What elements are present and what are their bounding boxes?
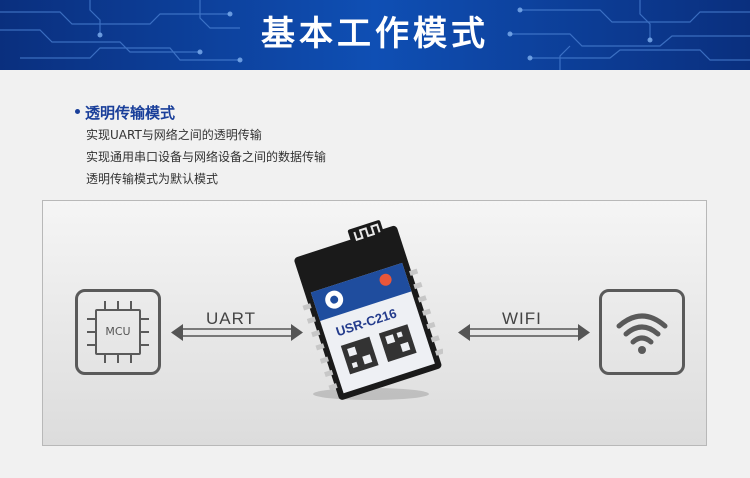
transparent-mode-section: 透明传输模式 实现UART与网络之间的透明传输 实现通用串口设备与网络设备之间的… (75, 102, 326, 190)
mcu-label: MCU (105, 325, 131, 338)
wifi-icon (616, 313, 668, 354)
header-banner: 基本工作模式 (0, 0, 750, 70)
chip-icon (95, 309, 141, 355)
mcu-icon-box: MCU (75, 289, 161, 375)
page-title: 基本工作模式 (261, 14, 489, 54)
bullet-icon (75, 109, 80, 114)
wifi-module-image: USR-C216 (294, 220, 443, 400)
uart-double-arrow-icon (171, 324, 303, 341)
uart-label: UART (206, 309, 256, 328)
circuit-pattern (0, 0, 750, 70)
section-heading-text: 透明传输模式 (85, 104, 176, 122)
description-line-2: 实现通用串口设备与网络设备之间的数据传输 (86, 150, 327, 164)
description-line-1: 实现UART与网络之间的透明传输 (86, 128, 262, 142)
wifi-double-arrow-icon (458, 324, 590, 341)
wifi-label: WIFI (502, 309, 542, 328)
mode-diagram: MCU UART (42, 200, 707, 446)
wifi-icon-box (599, 289, 685, 375)
description-line-3: 透明传输模式为默认模式 (86, 172, 219, 186)
section-heading: 透明传输模式 (75, 102, 326, 124)
chip-pins (87, 301, 149, 363)
